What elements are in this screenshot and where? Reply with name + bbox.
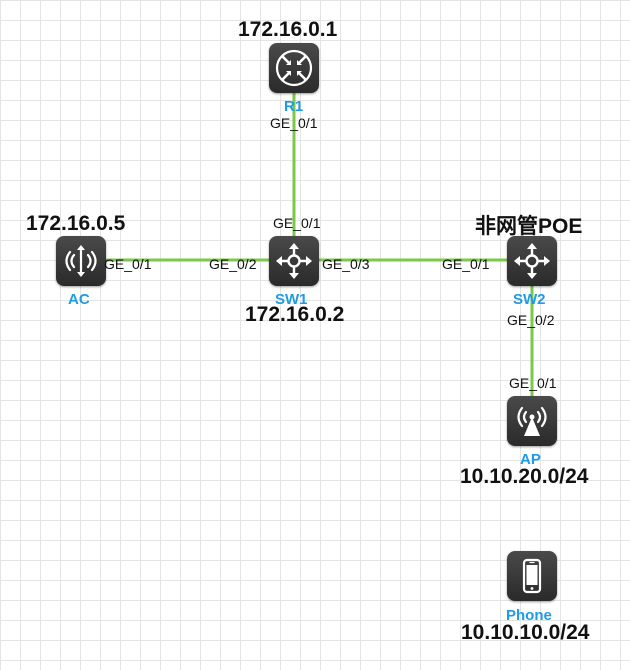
port-ap-ge01: GE_0/1 — [509, 375, 557, 391]
phone-device[interactable] — [507, 551, 557, 601]
port-sw2-ge02: GE_0/2 — [507, 312, 555, 328]
sw2-device[interactable] — [507, 236, 557, 286]
r1-label: R1 — [284, 98, 304, 115]
phone-label: Phone — [506, 607, 552, 624]
port-r1-ge01: GE_0/1 — [270, 115, 318, 131]
router-icon — [275, 49, 313, 87]
sw2-label: SW2 — [513, 291, 546, 308]
ap-label: AP — [520, 451, 541, 468]
port-sw1-ge03: GE_0/3 — [322, 256, 370, 272]
sw1-device[interactable] — [269, 236, 319, 286]
ac-label: AC — [68, 291, 90, 308]
ac-device[interactable] — [56, 236, 106, 286]
sw2-description: 非网管POE — [475, 215, 583, 238]
port-sw2-ge01: GE_0/1 — [442, 256, 490, 272]
access-controller-icon — [65, 245, 97, 277]
phone-network: 10.10.10.0/24 — [461, 621, 590, 644]
ap-device[interactable] — [507, 396, 557, 446]
port-ac-ge01: GE_0/1 — [104, 256, 152, 272]
wireless-ap-icon — [517, 406, 547, 436]
switch-icon — [276, 243, 312, 279]
phone-icon — [522, 558, 542, 594]
port-sw1-ge02: GE_0/2 — [209, 256, 257, 272]
port-sw1-ge01: GE_0/1 — [273, 215, 321, 231]
switch-icon — [514, 243, 550, 279]
sw1-address: 172.16.0.2 — [245, 303, 345, 326]
ap-network: 10.10.20.0/24 — [460, 465, 589, 488]
ac-address: 172.16.0.5 — [26, 212, 126, 235]
sw1-label: SW1 — [275, 291, 308, 308]
r1-address: 172.16.0.1 — [238, 18, 338, 41]
r1-device[interactable] — [269, 43, 319, 93]
